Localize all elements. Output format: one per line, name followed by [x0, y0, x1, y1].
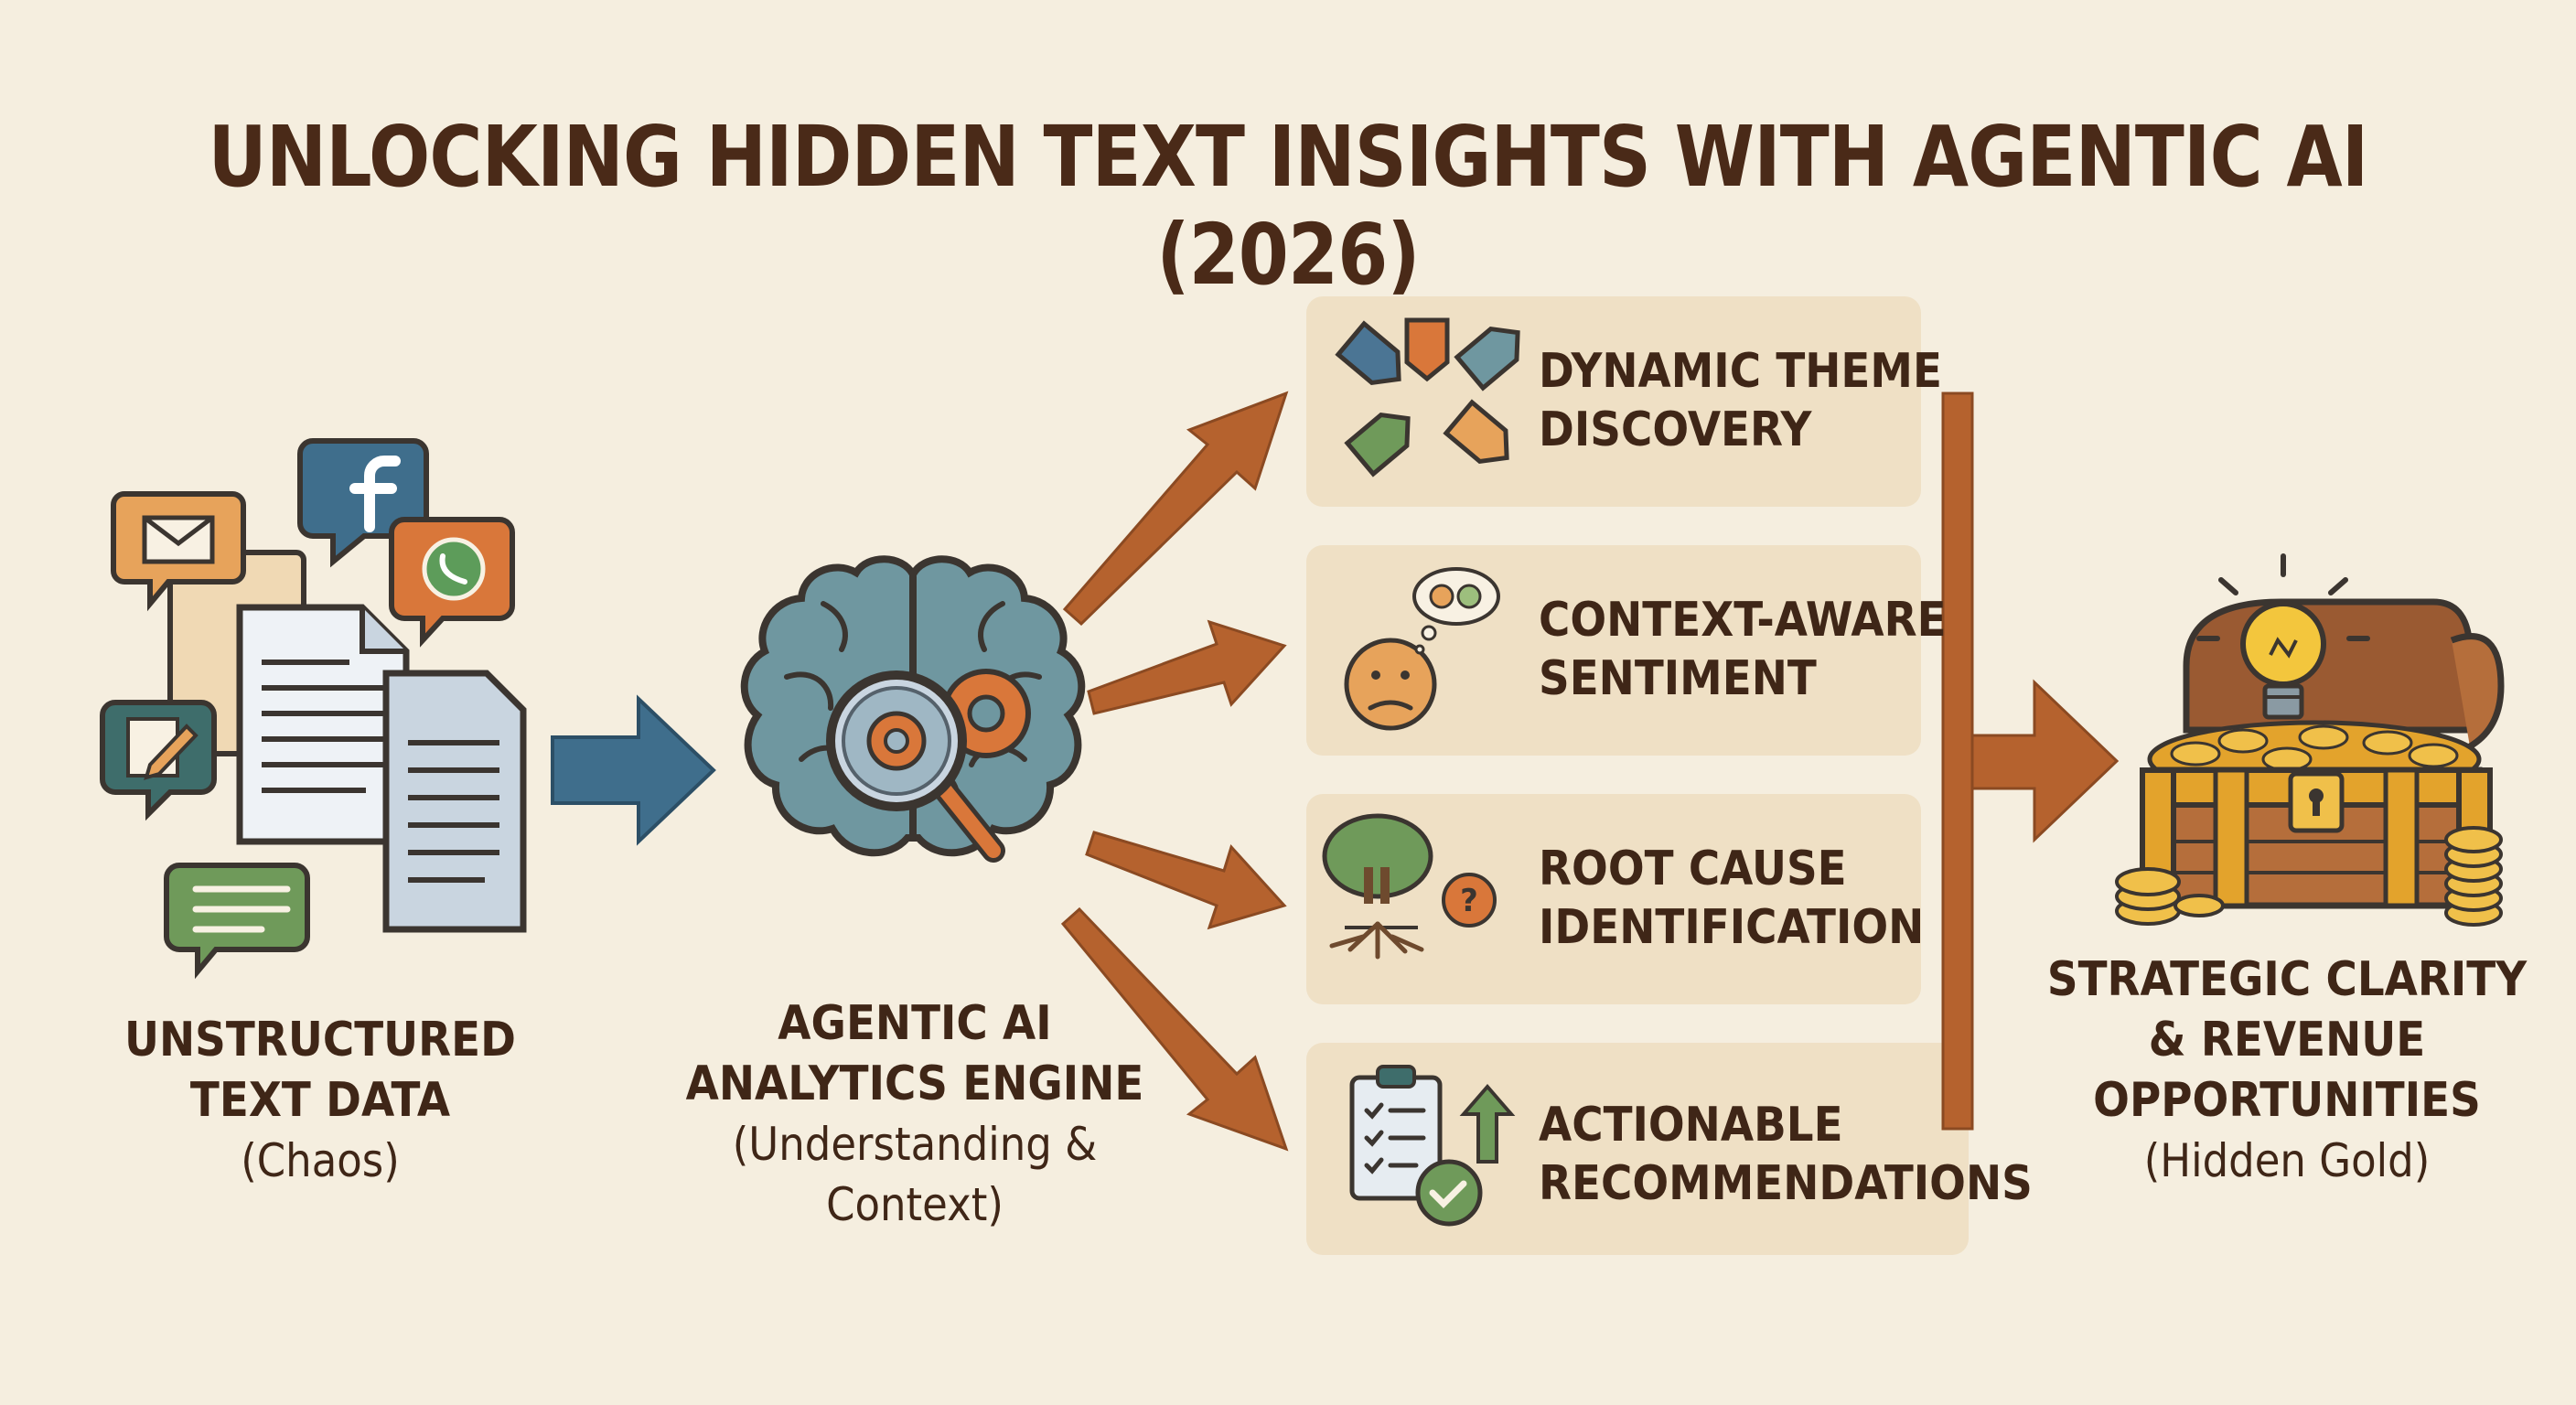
treasure-chest-icon — [2115, 553, 2505, 927]
capability-label-recommendations: ACTIONABLE RECOMMENDATIONS — [1539, 1096, 2033, 1213]
stage-subtitle-engine: (Understanding & Context) — [668, 1114, 1162, 1235]
flow-arrow-icon — [1087, 619, 1287, 715]
stage-subtitle-strategic: (Hidden Gold) — [2143, 1134, 2431, 1187]
stage-label-strategic: STRATEGIC CLARITY & REVENUE OPPORTUNITIE… — [2032, 949, 2542, 1131]
magnifier-icon — [826, 670, 1005, 863]
stage-title-line: STRATEGIC CLARITY — [2046, 952, 2528, 1007]
stage-title-line: UNSTRUCTURED — [124, 1013, 516, 1067]
flow-arrow-icon — [551, 694, 716, 846]
page-title: UNLOCKING HIDDEN TEXT INSIGHTS WITH AGEN… — [208, 108, 2369, 304]
stage-label-unstructured: UNSTRUCTURED TEXT DATA — [81, 1010, 559, 1131]
unstructured-data-cluster-icon — [100, 438, 527, 980]
stage-title-line: AGENTIC AI — [778, 996, 1052, 1051]
stage-title-line: OPPORTUNITIES — [2093, 1073, 2481, 1128]
chat-bubble-icon — [164, 863, 310, 980]
stage-subtitle-unstructured: (Chaos) — [241, 1134, 400, 1187]
capability-line: RECOMMENDATIONS — [1539, 1156, 2033, 1211]
converge-arrow-icon — [1941, 391, 2120, 1131]
capability-line: DYNAMIC THEME — [1539, 344, 1942, 399]
lightbulb-icon — [2196, 553, 2370, 720]
capability-line: IDENTIFICATION — [1539, 900, 1925, 955]
stage-title-line: ANALYTICS ENGINE — [685, 1056, 1144, 1111]
stage-label-engine: AGENTIC AI ANALYTICS ENGINE — [668, 993, 1162, 1114]
tags-icon — [1335, 317, 1520, 477]
capability-line: SENTIMENT — [1539, 651, 1817, 706]
fan-arrows — [1060, 391, 1289, 1152]
flow-arrow-icon — [1085, 831, 1287, 930]
stage-subtitle-line: (Understanding & — [732, 1118, 1098, 1171]
flow-arrow-icon — [1060, 906, 1289, 1152]
tree-roots-icon: ? — [1322, 813, 1497, 960]
email-icon — [111, 491, 246, 612]
brain-icon — [740, 555, 1086, 863]
flow-arrow-icon — [1062, 391, 1289, 627]
checklist-icon — [1349, 1065, 1516, 1227]
stage-title-line: TEXT DATA — [189, 1073, 451, 1128]
whatsapp-icon — [389, 517, 515, 648]
stage-subtitle-line: Context) — [826, 1178, 1004, 1231]
capability-label-theme: DYNAMIC THEME DISCOVERY — [1539, 342, 1942, 459]
stage-title-line: & REVENUE — [2148, 1013, 2426, 1067]
sentiment-face-icon — [1344, 567, 1500, 731]
capability-line: ROOT CAUSE — [1539, 842, 1847, 896]
capability-label-sentiment: CONTEXT-AWARE SENTIMENT — [1539, 591, 1947, 708]
capability-line: DISCOVERY — [1539, 402, 1812, 457]
capability-line: CONTEXT-AWARE — [1539, 593, 1947, 648]
capability-line: ACTIONABLE — [1539, 1098, 1843, 1153]
capability-label-root-cause: ROOT CAUSE IDENTIFICATION — [1539, 840, 1924, 957]
svg-text:?: ? — [1460, 883, 1478, 919]
note-edit-icon — [100, 700, 217, 821]
document-icon — [382, 670, 527, 933]
document-icon — [236, 604, 410, 845]
